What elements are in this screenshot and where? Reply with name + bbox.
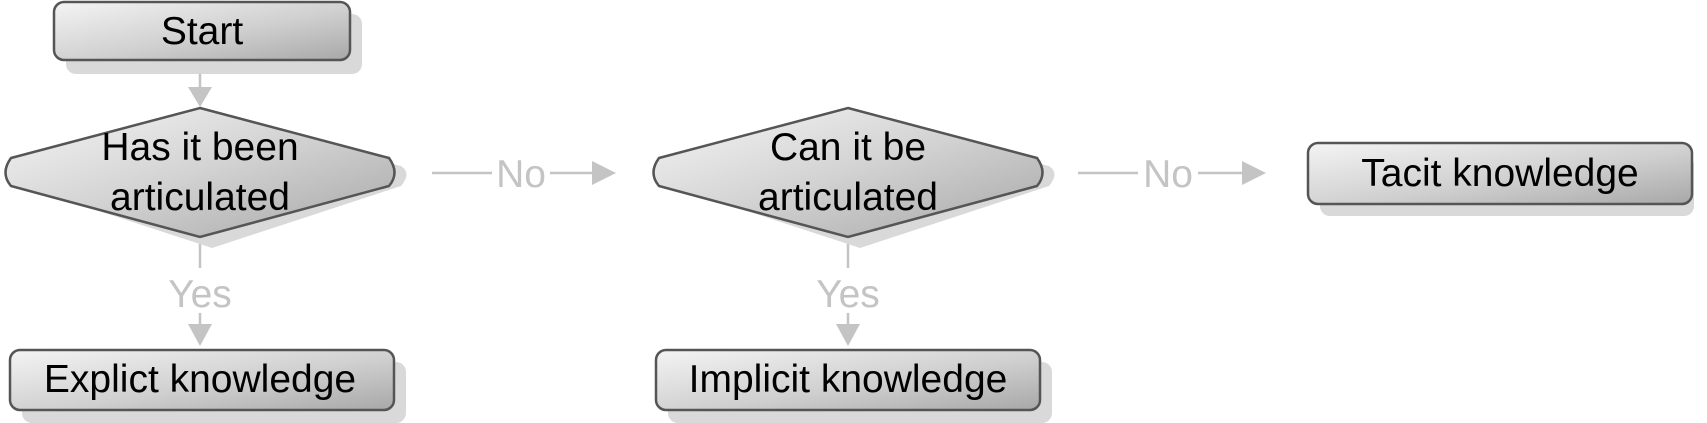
implicit-knowledge-node[interactable]: Implicit knowledge — [654, 348, 1052, 423]
decision-2-label-line-2: articulated — [758, 176, 938, 219]
edge-yes-2: Yes — [816, 237, 880, 346]
tacit-knowledge-label: Tacit knowledge — [1361, 152, 1639, 195]
edge-label-yes-1: Yes — [168, 273, 232, 316]
decision-can-be-articulated[interactable]: Can it be articulated — [652, 106, 1055, 248]
edge-yes-1: Yes — [168, 237, 232, 346]
decision-1-label-line-2: articulated — [110, 176, 290, 219]
decision-has-been-articulated[interactable]: Has it been articulated — [4, 106, 407, 248]
explicit-knowledge-label: Explict knowledge — [44, 358, 356, 401]
implicit-knowledge-label: Implicit knowledge — [689, 358, 1008, 401]
edge-no-1: No — [432, 153, 616, 196]
decision-1-label-line-1: Has it been — [101, 126, 298, 169]
edge-label-yes-2: Yes — [816, 273, 880, 316]
tacit-knowledge-node[interactable]: Tacit knowledge — [1306, 141, 1694, 216]
edge-label-no-2: No — [1143, 153, 1193, 196]
explicit-knowledge-node[interactable]: Explict knowledge — [8, 348, 406, 423]
start-node[interactable]: Start — [52, 0, 362, 74]
edge-label-no-1: No — [496, 153, 546, 196]
edge-no-2: No — [1078, 153, 1266, 196]
decision-2-label-line-1: Can it be — [770, 126, 926, 169]
start-node-label: Start — [161, 10, 244, 53]
